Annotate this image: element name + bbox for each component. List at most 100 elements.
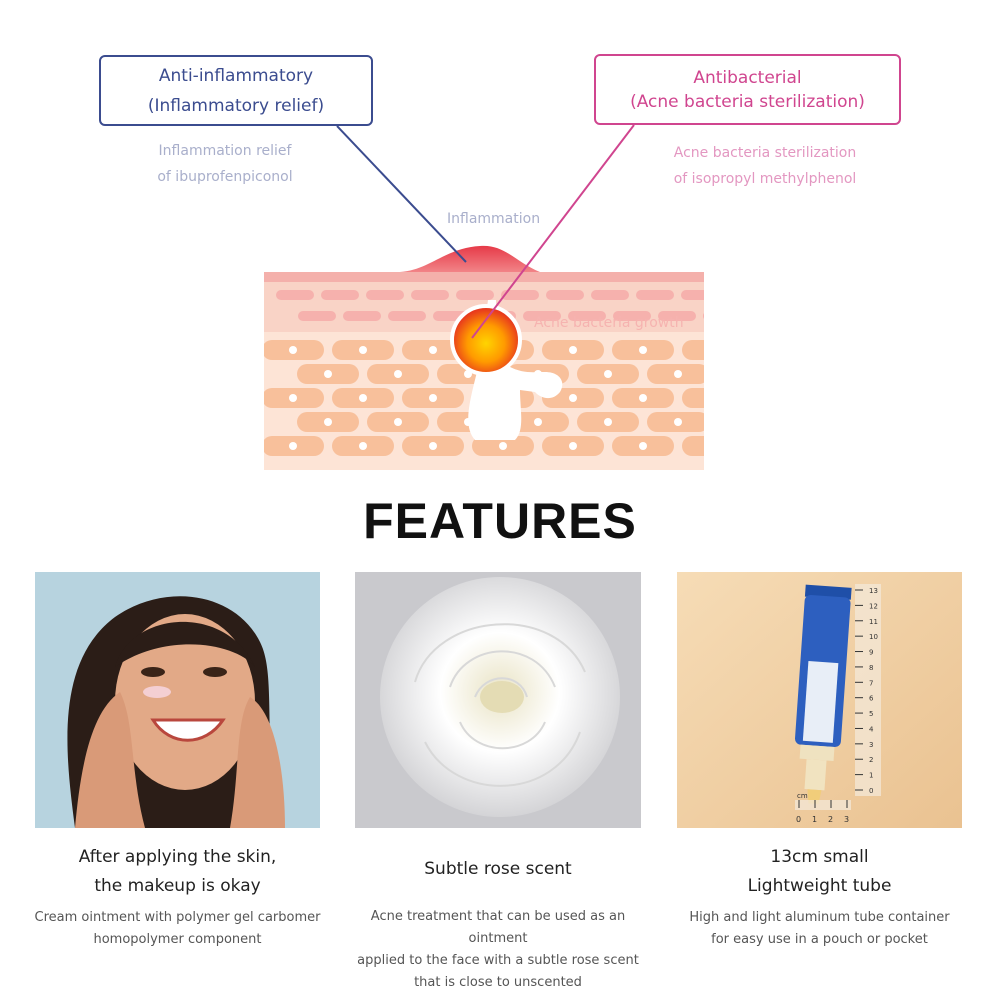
antibacterial-connector (471, 124, 635, 339)
acne-skin-diagram (264, 124, 849, 470)
epidermis-cell (546, 290, 584, 300)
epidermis-cell (591, 290, 629, 300)
dermis-cell (717, 412, 779, 432)
ruler-unit-label: cm (797, 792, 808, 800)
inflammation-label: Inflammation (447, 211, 541, 227)
ruler-tick-label: 7 (869, 679, 873, 687)
cell-nucleus (429, 442, 437, 450)
anti-inflammatory-title: Anti-inflammatory (158, 66, 314, 86)
cell-nucleus (639, 442, 647, 450)
ruler-tick-label: 0 (796, 815, 801, 824)
epidermis-cell (501, 290, 539, 300)
cell-nucleus (639, 346, 647, 354)
ruler-tick-label: 1 (869, 772, 873, 780)
cell-nucleus (709, 346, 717, 354)
cell-nucleus (394, 418, 402, 426)
ruler-tick-label: 12 (869, 602, 878, 610)
anti-inflammatory-box: Anti-inflammatory (Inflammatory relief) (99, 55, 373, 126)
epidermis-cell (343, 311, 381, 321)
epidermis-cell (298, 311, 336, 321)
cell-nucleus (639, 394, 647, 402)
epidermis-cell (456, 290, 494, 300)
cell-nucleus (359, 442, 367, 450)
feature-3-title-line: Lightweight tube (747, 876, 892, 896)
cell-nucleus (359, 394, 367, 402)
ruler-tick-label: 2 (869, 756, 873, 764)
epidermis-cell (613, 311, 651, 321)
feature-caption-2: Subtle rose scent (355, 855, 641, 884)
white-rose-image (355, 572, 641, 828)
anti-inflammatory-subtitle: (Inflammatory relief) (147, 96, 325, 116)
epidermis-cell (748, 311, 786, 321)
dermis-cell (752, 436, 814, 456)
cell-nucleus (744, 370, 752, 378)
feature-description-1: Cream ointment with polymer gel carbomer… (20, 907, 335, 951)
dermis-cell (752, 388, 814, 408)
vertical-ruler (855, 584, 881, 796)
ruler-tick-label: 6 (869, 695, 874, 703)
acne-bacteria-pimple (450, 304, 522, 376)
cell-nucleus (744, 418, 752, 426)
ruler-tick-label: 8 (869, 664, 873, 672)
ruler-tick-label: 11 (869, 618, 878, 626)
cell-nucleus (709, 442, 717, 450)
cell-nucleus (779, 346, 787, 354)
ruler-tick-label: 4 (869, 725, 874, 733)
antibacterial-desc-line: Acne bacteria sterilization (673, 145, 857, 161)
epidermis-cell (568, 311, 606, 321)
feature-3-desc-line: High and light aluminum tube container (689, 910, 950, 925)
ruler-tick-label: 5 (869, 710, 873, 718)
epidermis-cell (321, 290, 359, 300)
ruler-tick-label: 9 (869, 649, 873, 657)
anti-inflammatory-description: Inflammation relief of ibuprofenpiconol (120, 138, 330, 190)
feature-2-title-line: Subtle rose scent (424, 859, 572, 879)
cell-nucleus (814, 370, 822, 378)
cell-nucleus (289, 442, 297, 450)
feature-2-desc-line: Acne treatment that can be used as an oi… (370, 909, 626, 946)
cell-nucleus (604, 370, 612, 378)
cell-nucleus (814, 418, 822, 426)
cell-nucleus (324, 418, 332, 426)
acne-bacteria-label: Acne bacteria growth (534, 315, 684, 331)
feature-1-desc-line: Cream ointment with polymer gel carbomer (34, 910, 321, 925)
woman-applying-cream-image (35, 572, 320, 828)
feature-description-2: Acne treatment that can be used as an oi… (340, 906, 656, 994)
cell-nucleus (499, 442, 507, 450)
cell-nucleus (779, 394, 787, 402)
epidermis-cell (276, 290, 314, 300)
feature-description-3: High and light aluminum tube container f… (662, 907, 977, 951)
feature-3-title-line: 13cm small (770, 847, 869, 867)
dermis-cell (682, 340, 704, 360)
cell-nucleus (324, 370, 332, 378)
cell-nucleus (569, 346, 577, 354)
epidermis-cell (523, 311, 561, 321)
epidermis-cell (681, 290, 704, 300)
dermis-cell (752, 340, 814, 360)
feature-1-desc-line: homopolymer component (93, 932, 262, 947)
ruler-tick-label: 13 (869, 587, 878, 595)
epidermis-cell (366, 290, 404, 300)
dermis-cell (787, 412, 849, 432)
cell-nucleus (289, 346, 297, 354)
epidermis-cell (388, 311, 426, 321)
antibacterial-box: Antibacterial (Acne bacteria sterilizati… (594, 54, 901, 125)
anti-inflammatory-connector (336, 125, 467, 263)
feature-3-desc-line: for easy use in a pouch or pocket (711, 932, 928, 947)
cell-nucleus (394, 370, 402, 378)
ruler-tick-label: 3 (869, 741, 873, 749)
ruler-tick-label: 1 (812, 815, 817, 824)
bottom-ruler (795, 800, 851, 810)
ruler-tick-label: 0 (869, 787, 873, 795)
features-heading: FEATURES (363, 493, 637, 549)
cell-nucleus (429, 394, 437, 402)
antibacterial-desc-line: of isopropyl methylphenol (673, 171, 857, 187)
cell-nucleus (709, 394, 717, 402)
dermis-cell (682, 436, 704, 456)
epidermis-cell (658, 311, 696, 321)
antibacterial-description: Acne bacteria sterilization of isopropyl… (640, 140, 890, 192)
anti-inflammatory-desc-line: of ibuprofenpiconol (157, 169, 293, 185)
epidermis-cell (636, 290, 674, 300)
cell-nucleus (779, 442, 787, 450)
cell-nucleus (534, 418, 542, 426)
